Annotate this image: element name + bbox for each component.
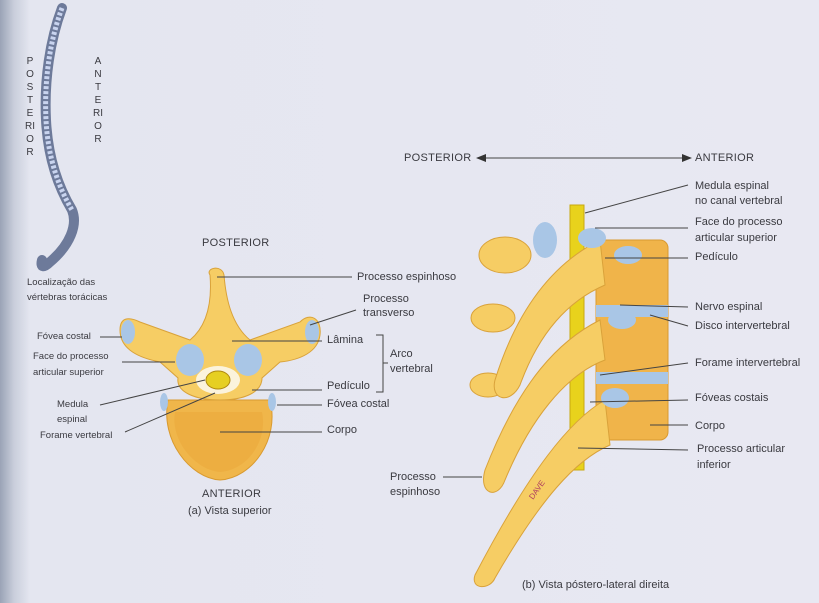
superior-posterior-label: POSTERIOR (202, 237, 270, 249)
superior-view-caption: (a) Vista superior (188, 505, 272, 517)
locator-caption-1: Localização das (27, 277, 96, 288)
leader-lines (99, 157, 690, 478)
lateral-anterior-label: ANTERIOR (695, 152, 755, 164)
label-arco-1: Arco (390, 348, 413, 360)
label-proc-art-inf-1: Processo articular (697, 443, 786, 455)
superior-anterior-label: ANTERIOR (202, 488, 262, 500)
label-processo-transverso-1: Processo (363, 293, 409, 305)
label-fovea-costal-left: Fóvea costal (37, 331, 91, 342)
lateral-view-caption: (b) Vista póstero-lateral direita (522, 579, 670, 591)
arrow-left-icon (476, 154, 486, 162)
lateral-posterior-label: POSTERIOR (404, 152, 472, 164)
posterior-vertical-label: POSTERIOR (25, 56, 35, 158)
label-face-lateral-1: Face do processo (695, 216, 783, 228)
label-fovea-costal-right: Fóvea costal (327, 398, 390, 410)
label-face-lateral-2: articular superior (695, 232, 777, 244)
label-arco-2: vertebral (390, 363, 433, 375)
lateral-view-vertebrae: DAVE (469, 204, 669, 588)
label-pediculo: Pedículo (327, 380, 370, 392)
label-proc-art-inf-2: inferior (697, 459, 731, 471)
label-corpo-lateral: Corpo (695, 420, 725, 432)
label-disco-intervertebral: Disco intervertebral (695, 320, 790, 332)
label-proc-esp-lateral-1: Processo (390, 471, 436, 483)
arrow-right-icon (682, 154, 692, 162)
spine-locator-drawing (36, 3, 79, 272)
label-medula-1: Medula (57, 399, 89, 410)
label-corpo: Corpo (327, 424, 357, 436)
superior-view-vertebra (119, 267, 321, 481)
anterior-vertical-label: ANTERIOR (93, 56, 103, 145)
label-forame-vertebral: Forame vertebral (40, 430, 113, 441)
label-processo-espinhoso: Processo espinhoso (357, 271, 457, 283)
label-processo-transverso-2: transverso (363, 307, 415, 319)
label-face-processo-2: articular superior (33, 367, 104, 378)
label-medula-canal-1: Medula espinal (695, 180, 769, 192)
label-pediculo-lateral: Pedículo (695, 251, 738, 263)
label-medula-canal-2: no canal vertebral (695, 195, 783, 207)
locator-caption-2: vértebras torácicas (27, 292, 108, 303)
label-face-processo-1: Face do processo (33, 351, 109, 362)
label-nervo-espinal: Nervo espinal (695, 301, 763, 313)
label-medula-2: espinal (57, 414, 88, 425)
label-foveas-costais: Fóveas costais (695, 392, 769, 404)
label-forame-intervertebral: Forame intervertebral (695, 357, 801, 369)
label-proc-esp-lateral-2: espinhoso (390, 486, 441, 498)
label-lamina: Lâmina (327, 334, 364, 346)
